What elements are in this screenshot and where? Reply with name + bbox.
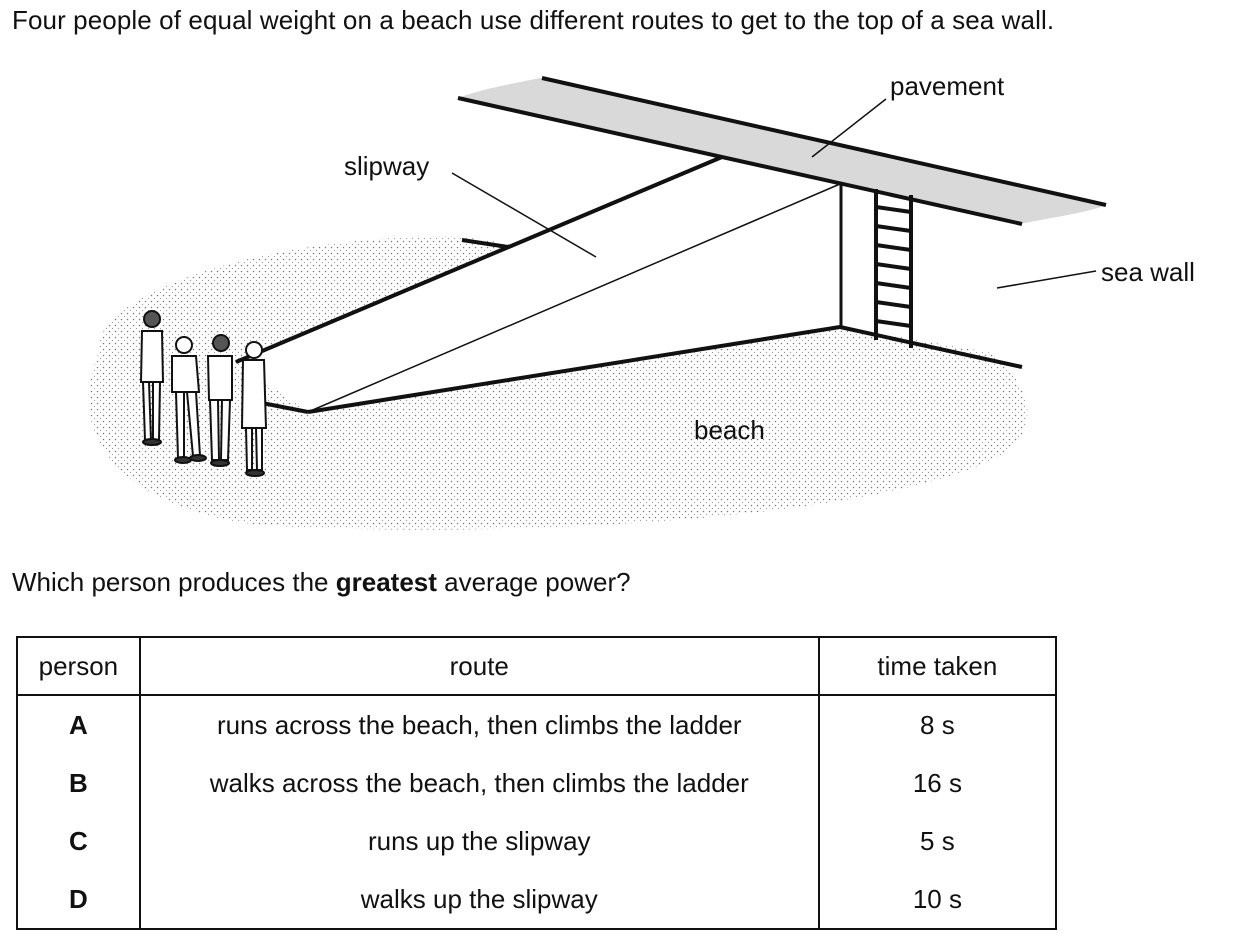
table-header-row: person route time taken	[17, 637, 1056, 696]
pavement-label: pavement	[890, 71, 1005, 101]
person-cell: C	[17, 812, 141, 870]
person-cell: A	[17, 695, 141, 754]
table-row: C runs up the slipway 5 s	[17, 812, 1056, 870]
slipway-top-edge	[235, 155, 723, 364]
sea-wall-diagram: pavement slipway sea wall beach	[88, 71, 1195, 530]
route-cell: walks up the slipway	[139, 870, 820, 929]
route-cell: walks across the beach, then climbs the …	[139, 754, 820, 812]
routes-table: person route time taken A runs across th…	[16, 636, 1057, 930]
person-cell: B	[17, 754, 141, 812]
table-row: A runs across the beach, then climbs the…	[17, 695, 1056, 754]
route-cell: runs up the slipway	[139, 812, 820, 870]
pavement-back-edge	[541, 76, 1107, 207]
slipway-foot-edge	[261, 401, 309, 414]
pavement-front-edge	[457, 96, 1023, 226]
header-route: route	[139, 637, 820, 696]
wall-base	[839, 325, 1023, 369]
header-time: time taken	[818, 637, 1056, 696]
time-cell: 5 s	[920, 825, 955, 856]
person-figure-2	[171, 336, 207, 464]
time-cell: 8 s	[920, 709, 955, 740]
slipway-ramp-line	[307, 183, 841, 413]
question-before: Which person produces the	[12, 567, 336, 597]
question-bold: greatest	[335, 567, 437, 597]
table-row: B walks across the beach, then climbs th…	[17, 754, 1056, 812]
slipway-leader	[451, 172, 597, 258]
person-cell: D	[17, 870, 141, 929]
slipway-label: slipway	[344, 151, 429, 181]
person-figure-1	[139, 310, 165, 446]
pavement-leader	[811, 98, 887, 158]
beach-label: beach	[694, 415, 765, 445]
time-cell: 16 s	[912, 767, 962, 798]
header-person: person	[17, 637, 141, 696]
time-cell: 10 s	[912, 883, 962, 914]
pavement-strip	[458, 78, 1106, 224]
sea-wall-label: sea wall	[1101, 257, 1195, 287]
slipway-surface	[236, 158, 840, 412]
slipway-side-rail	[461, 238, 509, 249]
person-figure-4	[240, 341, 268, 477]
question-text: Which person produces the greatest avera…	[12, 567, 631, 598]
person-figure-3	[206, 334, 233, 467]
slipway-bottom-edge	[307, 325, 841, 414]
sea-wall-leader	[996, 270, 1097, 289]
ladder	[874, 189, 913, 348]
route-cell: runs across the beach, then climbs the l…	[139, 695, 820, 754]
question-after: average power?	[436, 567, 631, 597]
intro-text: Four people of equal weight on a beach u…	[12, 5, 1055, 35]
table-row: D walks up the slipway 10 s	[17, 870, 1056, 929]
